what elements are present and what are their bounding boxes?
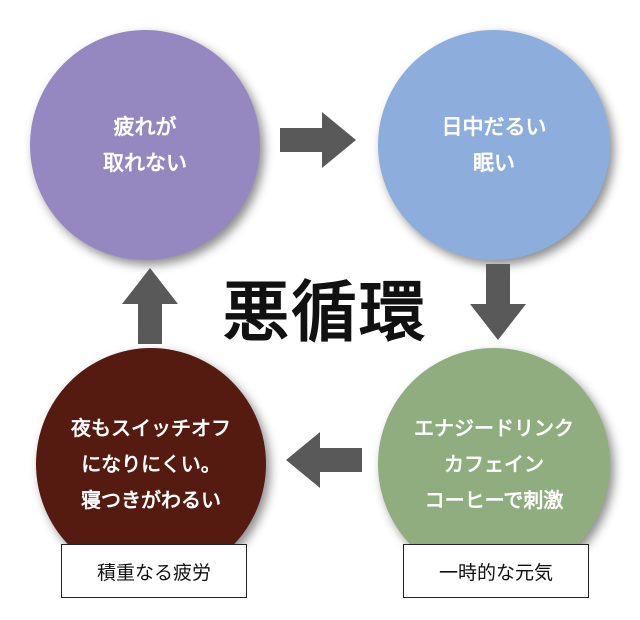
diagram-title: 悪循環 xyxy=(223,273,427,351)
node-tired-line-2: 取れない xyxy=(103,150,187,175)
arrow-left-icon xyxy=(286,432,362,488)
arrow-right-icon xyxy=(280,112,356,168)
node-stimulus-line-1: エナジードリンク xyxy=(414,416,574,440)
node-cant-switch-off-text: 夜もスイッチオフ になりにくい。 寝つきがわるい xyxy=(71,410,231,518)
node-stimulus-circle: エナジードリンク カフェイン コーヒーで刺激 xyxy=(378,348,610,580)
node-stimulus-line-3: コーヒーで刺激 xyxy=(424,488,564,512)
node-cant-switch-off-line-1: 夜もスイッチオフ xyxy=(71,416,231,440)
node-tired-line-1: 疲れが xyxy=(113,114,177,139)
node-sleepy-line-1: 日中だるい xyxy=(441,114,547,139)
node-cant-switch-off-line-2: になりにくい。 xyxy=(81,452,221,476)
node-tired-text: 疲れが 取れない xyxy=(103,109,187,181)
node-cant-switch-off-line-3: 寝つきがわるい xyxy=(81,488,221,512)
label-temporary-energy: 一時的な元気 xyxy=(403,544,589,598)
node-tired-circle: 疲れが 取れない xyxy=(30,30,260,260)
node-sleepy-line-2: 眠い xyxy=(473,150,515,175)
node-sleepy-text: 日中だるい 眠い xyxy=(442,109,547,181)
node-stimulus-line-2: カフェイン xyxy=(444,452,544,476)
node-stimulus-text: エナジードリンク カフェイン コーヒーで刺激 xyxy=(414,410,574,518)
node-sleepy-circle: 日中だるい 眠い xyxy=(378,30,610,260)
label-accumulated-fatigue: 積重なる疲労 xyxy=(61,544,247,598)
arrow-down-icon xyxy=(470,264,526,340)
arrow-up-icon xyxy=(122,268,178,344)
node-cant-switch-off-circle: 夜もスイッチオフ になりにくい。 寝つきがわるい xyxy=(36,348,266,580)
